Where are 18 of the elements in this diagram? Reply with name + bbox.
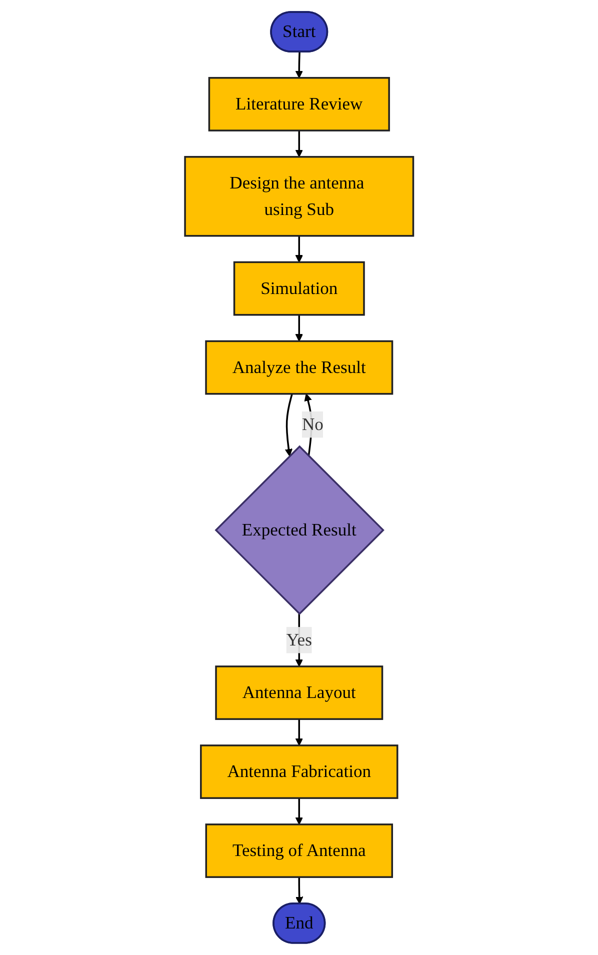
node-box: Simulation xyxy=(233,261,365,316)
arrow xyxy=(295,52,303,78)
arrow xyxy=(284,394,293,456)
node-box: Testing of Antenna xyxy=(205,824,393,878)
arrow xyxy=(295,314,303,342)
node-box: Antenna Fabrication xyxy=(200,744,398,799)
arrow xyxy=(295,236,303,263)
node-box: Antenna Layout xyxy=(214,666,383,720)
arrow xyxy=(295,719,303,746)
arrow xyxy=(295,130,303,158)
node-diamond: Expected Result xyxy=(214,445,384,616)
node-box: Analyze the Result xyxy=(204,340,393,395)
arrow xyxy=(295,877,304,904)
arrow xyxy=(295,798,303,825)
node-box: Literature Review xyxy=(208,77,390,132)
node-box: Design the antenna using Sub xyxy=(184,156,414,237)
edge-label: No xyxy=(302,414,324,434)
edge-label: Yes xyxy=(286,630,312,650)
